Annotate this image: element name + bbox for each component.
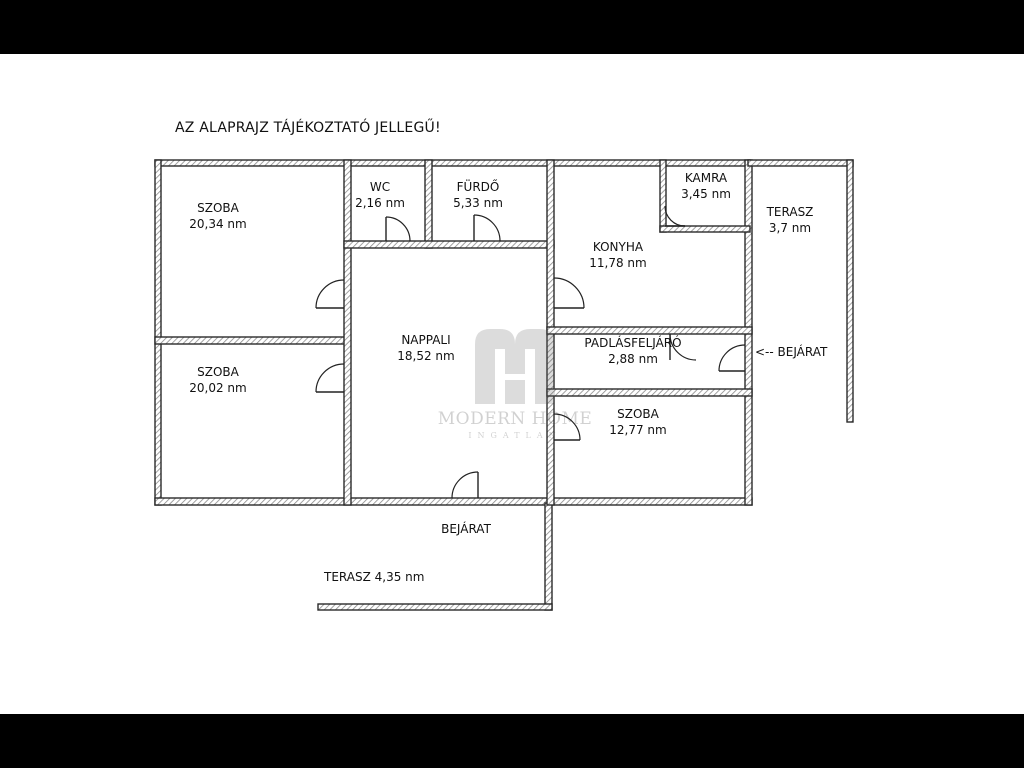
room-label-szoba-3: SZOBA 12,77 nm [609, 406, 666, 438]
room-area: 3,45 nm [681, 187, 731, 201]
plan-title: AZ ALAPRAJZ TÁJÉKOZTATÓ JELLEGŰ! [175, 120, 441, 136]
room-name: SZOBA [617, 407, 659, 421]
room-label-padlasfeljaro: PADLÁSFELJÁRÓ 2,88 nm [584, 335, 681, 367]
entrance-label-side: <-- BEJÁRAT [755, 345, 828, 359]
room-label-kamra: KAMRA 3,45 nm [681, 170, 731, 202]
room-label-szoba-2: SZOBA 20,02 nm [189, 364, 246, 396]
room-area: 12,77 nm [609, 423, 667, 437]
room-name: KAMRA [684, 171, 728, 185]
floor-plan-canvas: AZ ALAPRAJZ TÁJÉKOZTATÓ JELLEGŰ! [0, 54, 1024, 714]
room-name: NAPPALI [401, 333, 451, 347]
room-label-szoba-1: SZOBA 20,34 nm [189, 200, 246, 232]
entrance-label-front: BEJÁRAT [441, 522, 491, 536]
room-label-konyha: KONYHA 11,78 nm [589, 239, 646, 271]
room-area: 3,7 nm [768, 221, 812, 235]
room-area: 20,34 nm [189, 217, 247, 231]
room-area: 2,88 nm [608, 352, 658, 366]
room-name: WC [369, 180, 391, 194]
room-name: PADLÁSFELJÁRÓ [584, 336, 682, 350]
room-label-terasz-front: TERASZ 4,35 nm [324, 570, 425, 584]
room-label-furdo: FÜRDŐ 5,33 nm [453, 179, 503, 211]
room-label-wc: WC 2,16 nm [355, 179, 405, 211]
room-area: 18,52 nm [397, 349, 455, 363]
room-name: TERASZ [766, 205, 814, 219]
room-area: 5,33 nm [453, 196, 503, 210]
floor-plan-drawing [154, 159, 854, 611]
room-name: FÜRDŐ [456, 180, 500, 194]
room-name: KONYHA [592, 240, 644, 254]
room-label-nappali: NAPPALI 18,52 nm [397, 332, 454, 364]
room-label-terasz-side: TERASZ 3,7 nm [767, 204, 814, 236]
room-area: 11,78 nm [589, 256, 647, 270]
room-name: SZOBA [197, 201, 239, 215]
doors [315, 205, 746, 499]
room-area: 20,02 nm [189, 381, 247, 395]
room-name: SZOBA [197, 365, 239, 379]
room-area: 2,16 nm [355, 196, 405, 210]
interior-walls [154, 159, 753, 506]
